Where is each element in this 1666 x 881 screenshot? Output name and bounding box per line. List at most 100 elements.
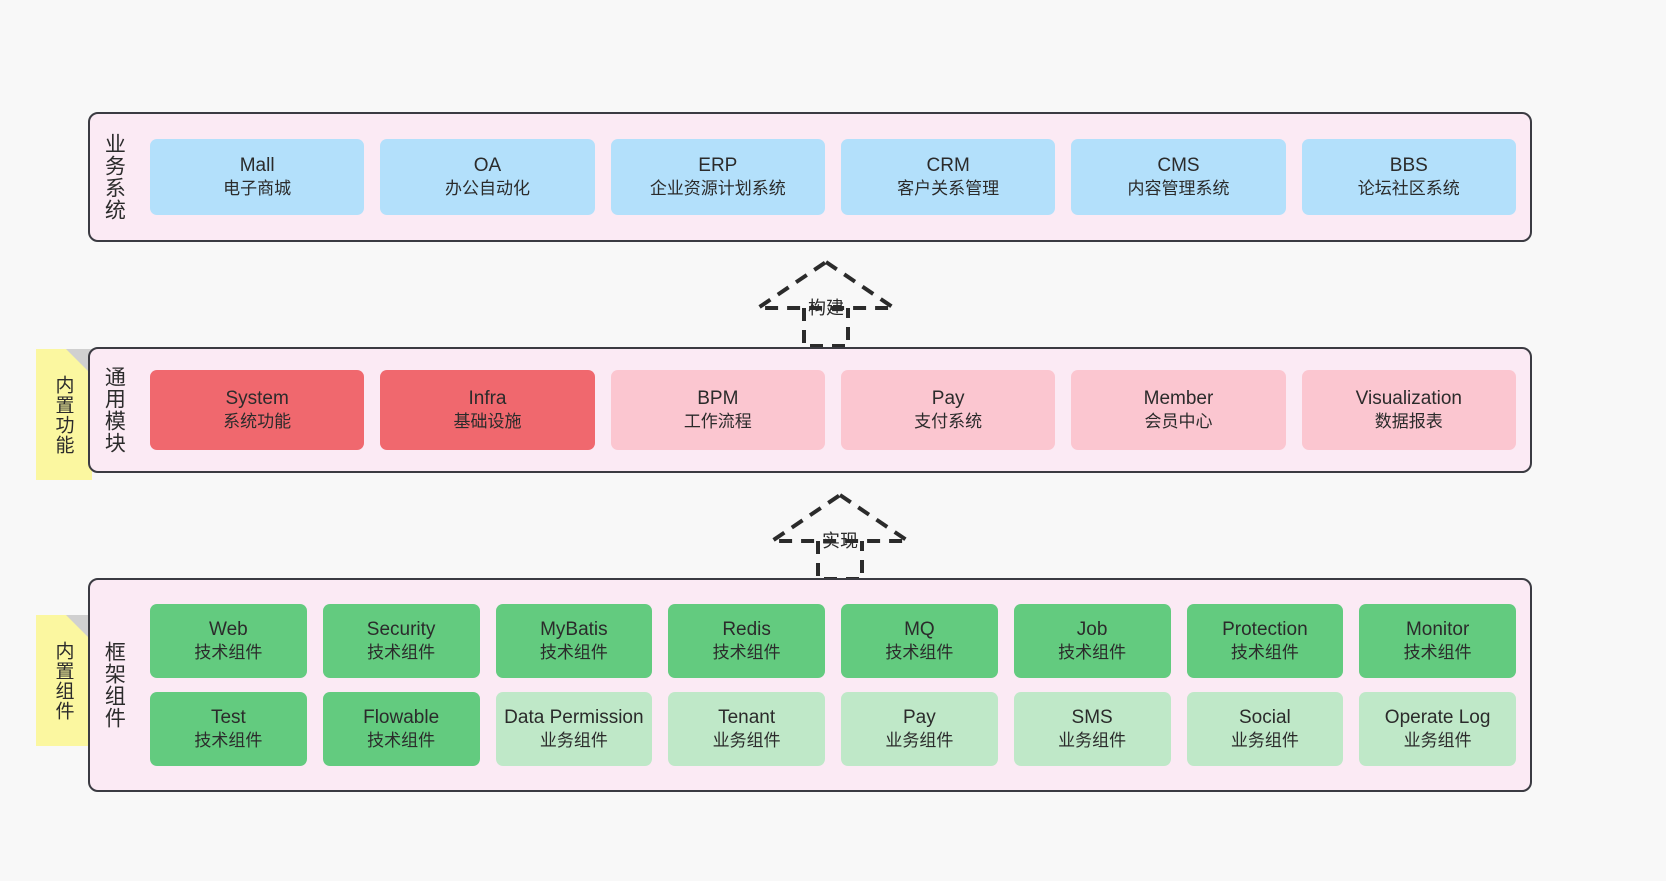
node-sub: 支付系统 [914, 412, 983, 432]
node-tenant[interactable]: Tenant 业务组件 [668, 692, 825, 766]
node-name: Visualization [1355, 387, 1462, 409]
node-operate-log[interactable]: Operate Log 业务组件 [1359, 692, 1516, 766]
node-name: Test [210, 706, 246, 728]
node-system[interactable]: System 系统功能 [150, 370, 365, 450]
node-mall[interactable]: Mall 电子商城 [150, 139, 365, 215]
node-bbs[interactable]: BBS 论坛社区系统 [1301, 139, 1516, 215]
node-row-framework-tech: Web 技术组件 Security 技术组件 MyBatis 技术组件 Redi… [150, 604, 1516, 678]
node-sub: 技术组件 [194, 731, 263, 751]
node-name: MyBatis [540, 618, 608, 640]
note-fold-corner-icon [66, 615, 92, 641]
note-builtin-feature: 内置功能 [36, 349, 92, 480]
node-monitor[interactable]: Monitor 技术组件 [1359, 604, 1516, 678]
node-sub: 业务组件 [539, 731, 608, 751]
node-sub: 业务组件 [1230, 731, 1299, 751]
node-sub: 业务组件 [885, 731, 954, 751]
layer-title-module: 通用模块 [102, 366, 126, 454]
node-sub: 客户关系管理 [897, 179, 1000, 199]
arrow-label-implement: 实现 [822, 531, 858, 551]
node-protection[interactable]: Protection 技术组件 [1186, 604, 1344, 678]
node-sub: 工作流程 [683, 412, 752, 432]
node-sub: 业务组件 [1058, 731, 1127, 751]
node-sub: 技术组件 [367, 643, 436, 663]
node-name: Job [1076, 618, 1108, 640]
node-name: Redis [722, 618, 771, 640]
node-sub: 基础设施 [453, 412, 522, 432]
node-name: Mall [239, 154, 275, 176]
node-sub: 电子商城 [223, 179, 292, 199]
node-crm[interactable]: CRM 客户关系管理 [840, 139, 1056, 215]
arrow-stem [816, 541, 864, 581]
node-name: Web [209, 618, 248, 640]
node-pay-component[interactable]: Pay 业务组件 [841, 692, 998, 766]
node-sub: 系统功能 [223, 412, 292, 432]
node-name: BPM [697, 387, 739, 409]
node-sms[interactable]: SMS 业务组件 [1013, 692, 1171, 766]
node-sub: 会员中心 [1144, 412, 1213, 432]
node-erp[interactable]: ERP 企业资源计划系统 [610, 139, 825, 215]
node-sub: 技术组件 [885, 643, 954, 663]
node-social[interactable]: Social 业务组件 [1186, 692, 1344, 766]
node-sub: 技术组件 [1403, 643, 1472, 663]
node-sub: 技术组件 [712, 643, 781, 663]
node-name: Infra [468, 387, 507, 409]
node-visualization[interactable]: Visualization 数据报表 [1301, 370, 1516, 450]
node-name: Protection [1222, 618, 1308, 640]
node-test[interactable]: Test 技术组件 [150, 692, 307, 766]
node-sub: 技术组件 [539, 643, 608, 663]
node-sub: 企业资源计划系统 [649, 179, 786, 199]
arrow-stem [802, 308, 850, 348]
node-job[interactable]: Job 技术组件 [1013, 604, 1171, 678]
node-name: Pay [931, 387, 965, 409]
node-infra[interactable]: Infra 基础设施 [380, 370, 595, 450]
node-name: Tenant [718, 706, 776, 728]
arrow-build: 构建 [746, 256, 906, 348]
node-sub: 数据报表 [1374, 412, 1443, 432]
node-sub: 论坛社区系统 [1357, 179, 1460, 199]
node-row-module: System 系统功能 Infra 基础设施 BPM 工作流程 Pay 支付系统… [150, 370, 1516, 450]
node-member[interactable]: Member 会员中心 [1071, 370, 1286, 450]
node-name: Flowable [363, 706, 440, 728]
note-fold-corner-icon [66, 349, 92, 375]
node-redis[interactable]: Redis 技术组件 [668, 604, 825, 678]
node-name: OA [473, 154, 502, 176]
node-name: Monitor [1405, 618, 1470, 640]
node-sub: 内容管理系统 [1127, 179, 1230, 199]
layer-common-module: 通用模块 System 系统功能 Infra 基础设施 BPM 工作流程 Pay… [88, 347, 1532, 473]
node-name: System [225, 387, 289, 409]
node-mq[interactable]: MQ 技术组件 [841, 604, 998, 678]
node-name: Social [1239, 706, 1291, 728]
node-name: ERP [698, 154, 738, 176]
node-data-permission[interactable]: Data Permission 业务组件 [495, 692, 653, 766]
node-security[interactable]: Security 技术组件 [322, 604, 480, 678]
layer-title-business: 业务系统 [102, 133, 126, 221]
node-sub: 业务组件 [1403, 731, 1472, 751]
node-sub: 技术组件 [1058, 643, 1127, 663]
node-bpm[interactable]: BPM 工作流程 [610, 370, 825, 450]
node-name: MQ [904, 618, 935, 640]
node-name: CRM [926, 154, 970, 176]
layer-body-module: System 系统功能 Infra 基础设施 BPM 工作流程 Pay 支付系统… [136, 349, 1530, 471]
layer-title-framework: 框架组件 [102, 641, 126, 729]
node-oa[interactable]: OA 办公自动化 [380, 139, 595, 215]
node-name: Pay [903, 706, 936, 728]
node-web[interactable]: Web 技术组件 [150, 604, 307, 678]
node-name: Security [366, 618, 436, 640]
node-mybatis[interactable]: MyBatis 技术组件 [495, 604, 653, 678]
node-sub: 技术组件 [1230, 643, 1299, 663]
node-sub: 办公自动化 [444, 179, 530, 199]
node-name: SMS [1071, 706, 1113, 728]
layer-framework-component: 框架组件 Web 技术组件 Security 技术组件 MyBatis 技术组件… [88, 578, 1532, 792]
node-pay[interactable]: Pay 支付系统 [840, 370, 1056, 450]
node-cms[interactable]: CMS 内容管理系统 [1071, 139, 1286, 215]
node-name: BBS [1389, 154, 1428, 176]
node-flowable[interactable]: Flowable 技术组件 [322, 692, 480, 766]
node-sub: 业务组件 [712, 731, 781, 751]
node-row-framework-business: Test 技术组件 Flowable 技术组件 Data Permission … [150, 692, 1516, 766]
arrow-head-triangle [765, 492, 915, 543]
node-name: Member [1143, 387, 1214, 409]
arrow-head-triangle [751, 259, 901, 310]
note-builtin-component: 内置组件 [36, 615, 92, 746]
node-name: Operate Log [1384, 706, 1491, 728]
